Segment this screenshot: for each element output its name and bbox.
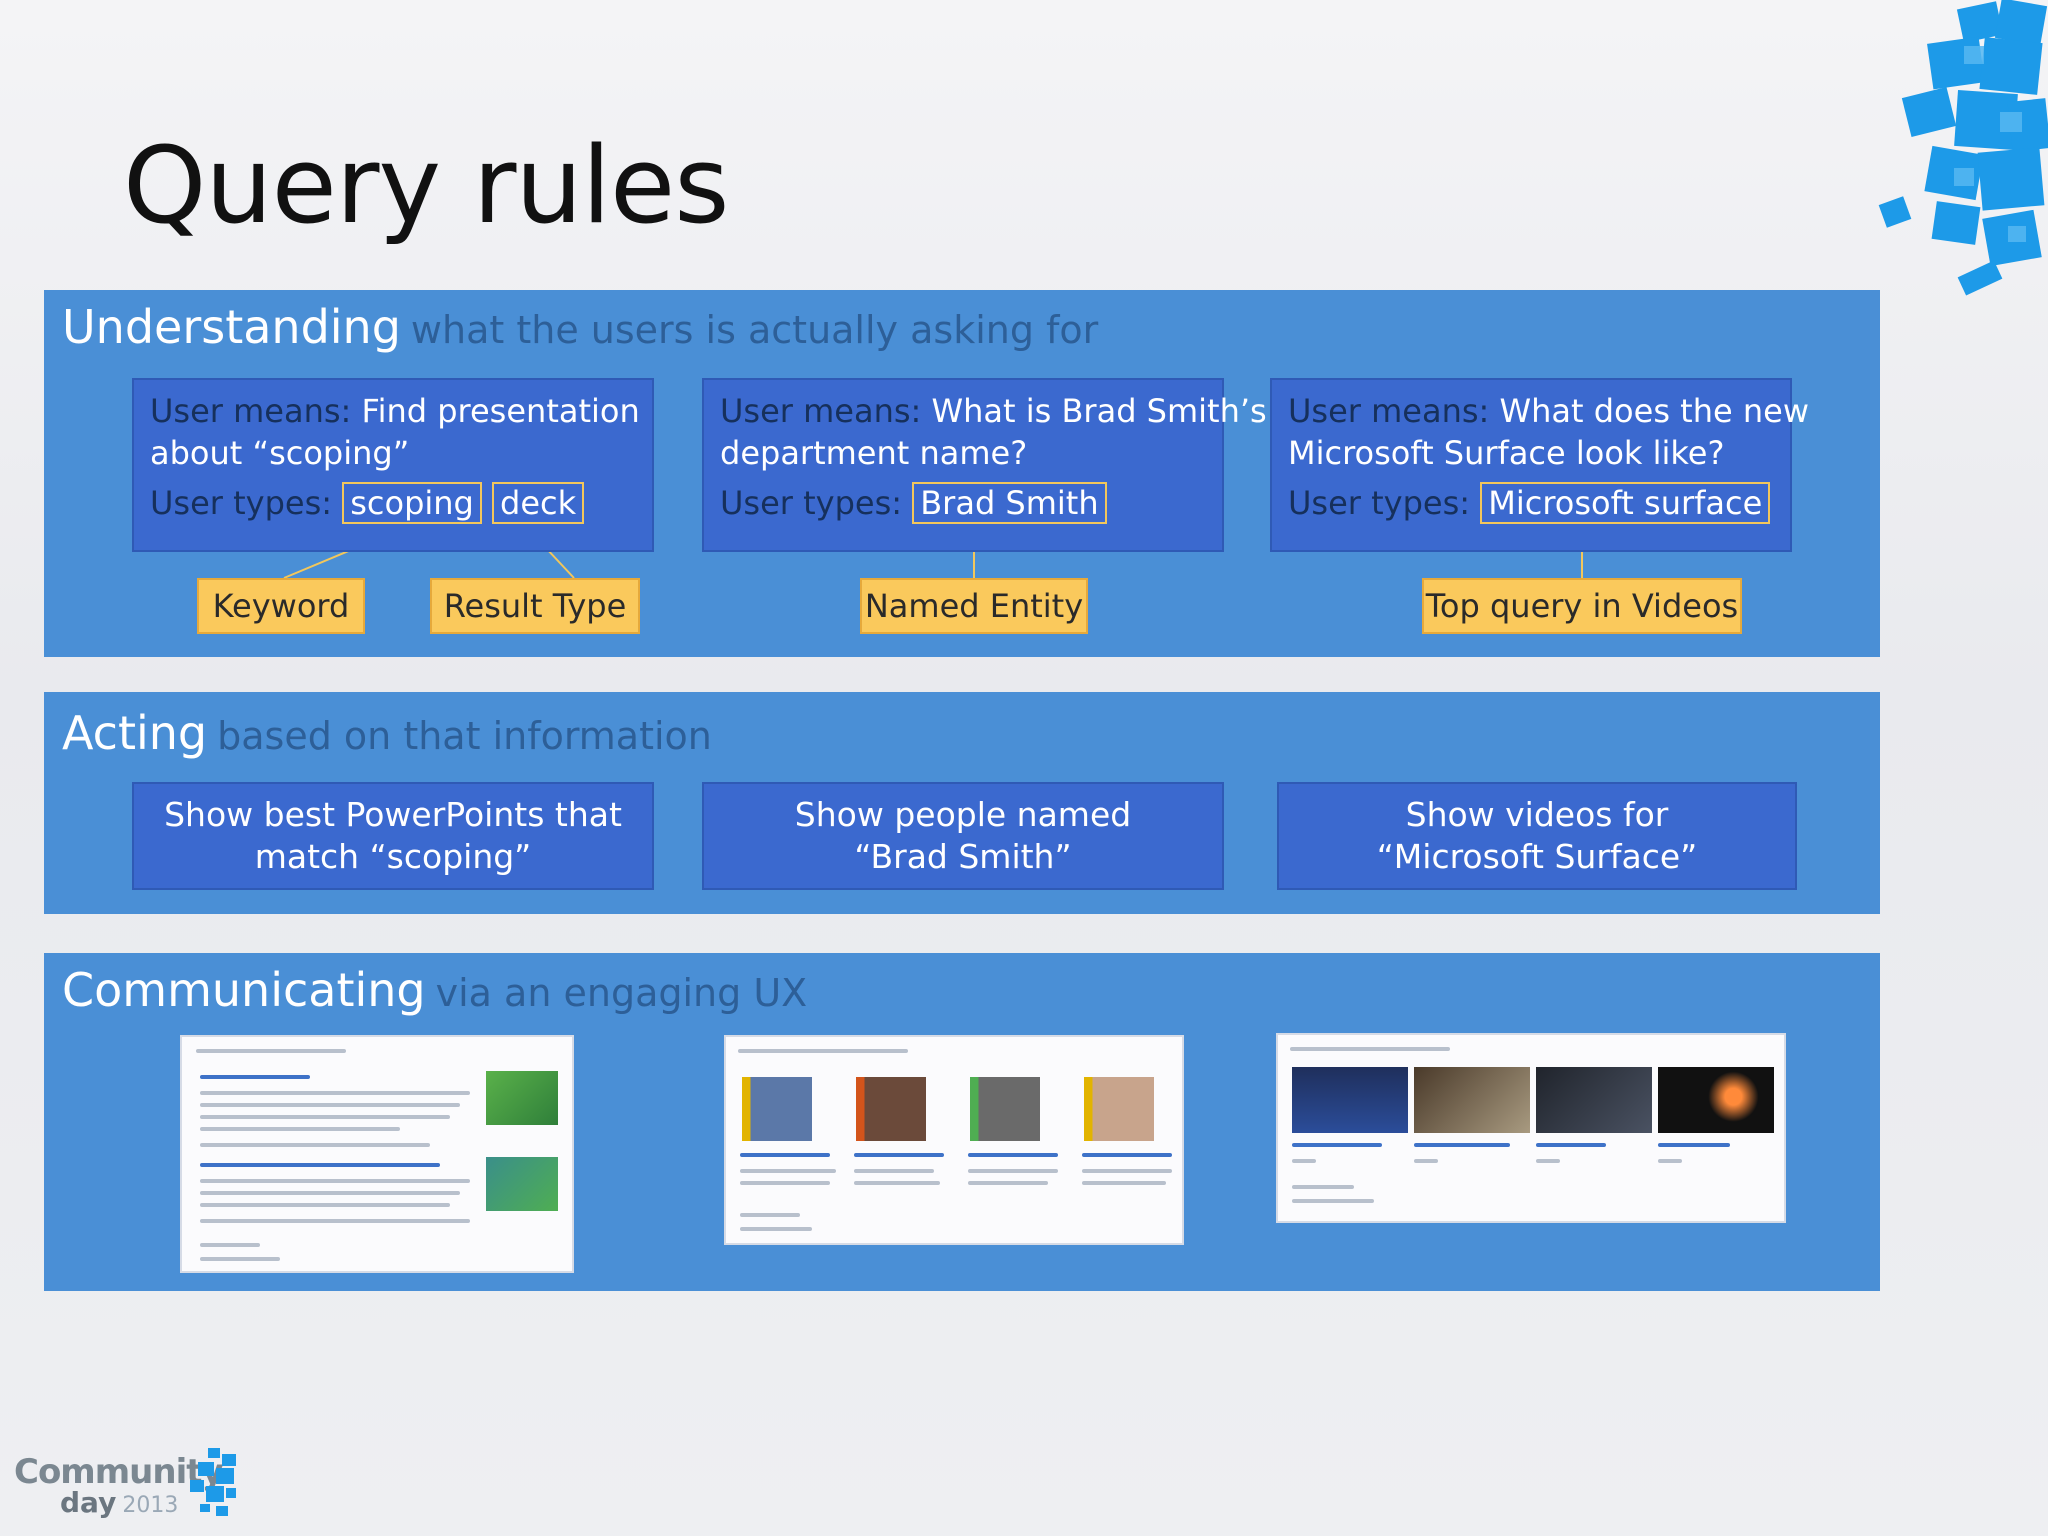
understanding-title: Understanding <box>62 300 401 354</box>
slide-title: Query rules <box>123 124 729 247</box>
understanding-card-2: User means: What is Brad Smith’s departm… <box>702 378 1267 552</box>
keyword-chip: Brad Smith <box>912 482 1107 524</box>
acting-title: Acting <box>62 706 208 760</box>
video-thumbnail <box>1658 1067 1774 1133</box>
user-means-text: Find presentation <box>361 392 640 430</box>
acting-subtitle: based on that information <box>217 714 712 758</box>
video-thumbnail <box>1292 1067 1408 1133</box>
logo-cube-icon <box>190 1448 236 1516</box>
action-card-3: Show videos for “Microsoft Surface” <box>1277 782 1797 890</box>
tag-named-entity: Named Entity <box>860 578 1088 634</box>
action-text: Show best PowerPoints that <box>164 795 622 834</box>
ux-preview-people <box>724 1035 1184 1245</box>
action-text: Show videos for <box>1405 795 1669 834</box>
slide-thumbnail <box>486 1071 558 1125</box>
video-thumbnail <box>1414 1067 1530 1133</box>
person-photo <box>970 1077 1040 1141</box>
understanding-card-1: User means: Find presentation about “sco… <box>132 378 654 552</box>
user-means-text-cont: Microsoft Surface look like? <box>1288 434 1725 472</box>
user-means-text: What does the new <box>1499 392 1809 430</box>
keyword-chip: Microsoft surface <box>1480 482 1771 524</box>
user-means-text-cont: about “scoping” <box>150 434 410 472</box>
tag-top-query: Top query in Videos <box>1422 578 1742 634</box>
logo-word-community: Community <box>14 1452 224 1492</box>
action-text: Show people named <box>794 795 1132 834</box>
communicating-subtitle: via an engaging UX <box>435 971 808 1015</box>
person-photo <box>742 1077 812 1141</box>
slide-thumbnail <box>486 1157 558 1211</box>
ux-preview-videos <box>1276 1033 1786 1223</box>
action-text-cont: “Brad Smith” <box>854 837 1072 876</box>
user-means-label: User means: <box>150 392 352 430</box>
user-types-label: User types: <box>720 484 903 522</box>
cube-cluster-decoration <box>1878 0 2048 296</box>
communicating-title: Communicating <box>62 963 426 1017</box>
ux-preview-powerpoint <box>180 1035 574 1273</box>
user-means-text: What is Brad Smith’s <box>931 392 1267 430</box>
user-types-label: User types: <box>150 484 333 522</box>
user-means-label: User means: <box>720 392 922 430</box>
logo-year: 2013 <box>122 1493 179 1518</box>
keyword-chip: scoping <box>342 482 482 524</box>
user-means-text-cont: department name? <box>720 434 1028 472</box>
understanding-subtitle: what the users is actually asking for <box>410 308 1099 352</box>
person-photo <box>856 1077 926 1141</box>
logo-word-day: day <box>60 1486 117 1519</box>
user-means-label: User means: <box>1288 392 1490 430</box>
tag-keyword: Keyword <box>197 578 365 634</box>
video-thumbnail <box>1536 1067 1652 1133</box>
action-text-cont: match “scoping” <box>254 837 532 876</box>
keyword-chip: deck <box>492 482 585 524</box>
user-types-label: User types: <box>1288 484 1471 522</box>
understanding-card-3: User means: What does the new Microsoft … <box>1270 378 1809 552</box>
action-card-1: Show best PowerPoints that match “scopin… <box>132 782 654 890</box>
action-card-2: Show people named “Brad Smith” <box>702 782 1224 890</box>
action-text-cont: “Microsoft Surface” <box>1376 837 1698 876</box>
tag-result-type: Result Type <box>430 578 640 634</box>
person-photo <box>1084 1077 1154 1141</box>
